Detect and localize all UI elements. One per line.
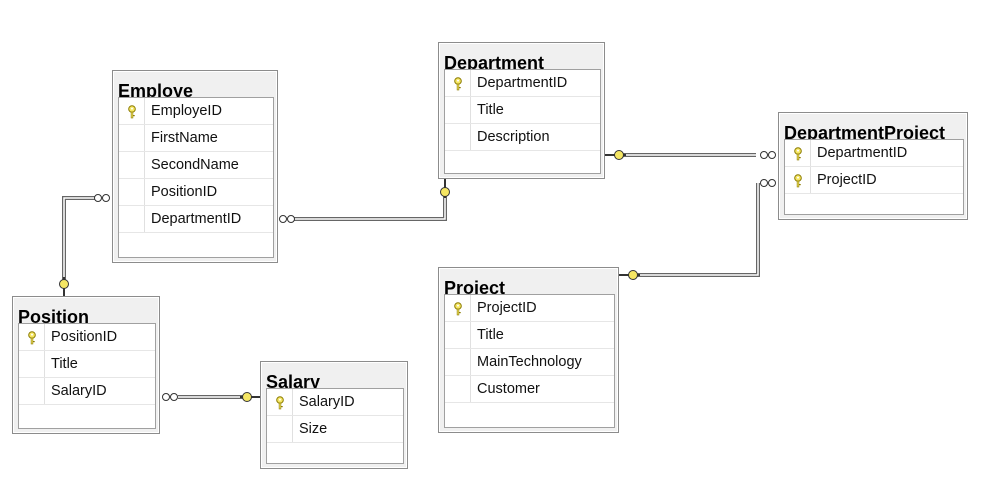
- column-row[interactable]: SalaryID: [267, 389, 403, 416]
- row-selector[interactable]: [19, 324, 45, 350]
- row-selector[interactable]: [785, 140, 811, 166]
- column-name: Title: [477, 102, 504, 118]
- column-row[interactable]: Size: [267, 416, 403, 443]
- column-row[interactable]: SalaryID: [19, 378, 155, 405]
- many-end-icon: [162, 393, 178, 401]
- column-row[interactable]: PositionID: [119, 179, 273, 206]
- column-row[interactable]: Title: [445, 322, 614, 349]
- primary-key-icon: [28, 331, 36, 345]
- row-selector[interactable]: [19, 351, 45, 377]
- row-selector[interactable]: [445, 295, 471, 321]
- table-salary[interactable]: Salary SalaryID Size: [260, 361, 408, 469]
- column-name: FirstName: [151, 130, 218, 146]
- column-name: SecondName: [151, 157, 239, 173]
- column-row[interactable]: DepartmentID: [785, 140, 963, 167]
- row-selector[interactable]: [445, 349, 471, 375]
- table-title: Employe: [118, 81, 194, 101]
- column-row[interactable]: ProjectID: [785, 167, 963, 194]
- column-row[interactable]: DepartmentID: [119, 206, 273, 233]
- one-key-end-icon: [605, 150, 626, 160]
- column-name: Description: [477, 129, 550, 145]
- many-end-icon: [760, 179, 776, 187]
- column-row[interactable]: Title: [445, 97, 600, 124]
- primary-key-icon: [276, 396, 284, 410]
- column-name: MainTechnology: [477, 354, 582, 370]
- row-selector[interactable]: [445, 70, 471, 96]
- relationship-employe-position[interactable]: [59, 194, 110, 297]
- column-name: Customer: [477, 381, 540, 397]
- row-selector[interactable]: [267, 416, 293, 442]
- column-name: Title: [477, 327, 504, 343]
- one-key-end-icon: [240, 392, 260, 402]
- column-name: ProjectID: [477, 300, 537, 316]
- column-name: DepartmentID: [477, 75, 568, 91]
- column-list: DepartmentID ProjectID: [784, 139, 964, 215]
- table-title: Salary: [266, 372, 321, 392]
- column-row[interactable]: SecondName: [119, 152, 273, 179]
- column-row[interactable]: ProjectID: [445, 295, 614, 322]
- row-selector[interactable]: [119, 98, 145, 124]
- column-row[interactable]: PositionID: [19, 324, 155, 351]
- primary-key-icon: [454, 302, 462, 316]
- column-list: SalaryID Size: [266, 388, 404, 464]
- row-selector[interactable]: [119, 125, 145, 151]
- relationship-departmentproject-department[interactable]: [605, 150, 776, 160]
- one-key-end-icon: [440, 178, 450, 198]
- column-name: PositionID: [51, 329, 118, 345]
- column-name: ProjectID: [817, 172, 877, 188]
- row-selector[interactable]: [445, 97, 471, 123]
- column-row[interactable]: Description: [445, 124, 600, 151]
- column-name: SalaryID: [51, 383, 107, 399]
- table-title: Position: [18, 307, 89, 327]
- row-selector[interactable]: [445, 124, 471, 150]
- column-name: SalaryID: [299, 394, 355, 410]
- one-key-end-icon: [619, 270, 640, 280]
- primary-key-icon: [794, 147, 802, 161]
- column-row[interactable]: DepartmentID: [445, 70, 600, 97]
- primary-key-icon: [128, 105, 136, 119]
- relationship-position-salary[interactable]: [162, 392, 261, 402]
- row-selector[interactable]: [785, 167, 811, 193]
- one-key-end-icon: [59, 277, 69, 296]
- row-selector[interactable]: [119, 179, 145, 205]
- column-name: DepartmentID: [817, 145, 908, 161]
- column-name: Title: [51, 356, 78, 372]
- relationship-employe-department[interactable]: [279, 178, 450, 223]
- row-selector[interactable]: [119, 152, 145, 178]
- many-end-icon: [279, 215, 295, 223]
- row-selector[interactable]: [445, 322, 471, 348]
- table-title: Department: [444, 53, 545, 73]
- column-row[interactable]: FirstName: [119, 125, 273, 152]
- column-row[interactable]: MainTechnology: [445, 349, 614, 376]
- column-row[interactable]: Customer: [445, 376, 614, 403]
- table-title: DepartmentProject: [784, 123, 946, 143]
- column-row[interactable]: EmployeID: [119, 98, 273, 125]
- row-selector[interactable]: [445, 376, 471, 402]
- column-row[interactable]: Title: [19, 351, 155, 378]
- column-name: PositionID: [151, 184, 218, 200]
- row-selector[interactable]: [119, 206, 145, 232]
- column-name: DepartmentID: [151, 211, 242, 227]
- primary-key-icon: [794, 174, 802, 188]
- column-name: Size: [299, 421, 328, 437]
- table-title: Project: [444, 278, 506, 298]
- row-selector[interactable]: [267, 389, 293, 415]
- primary-key-icon: [454, 77, 462, 91]
- column-name: EmployeID: [151, 103, 222, 119]
- many-end-icon: [94, 194, 110, 202]
- row-selector[interactable]: [19, 378, 45, 404]
- table-departmentproject[interactable]: DepartmentProject DepartmentID ProjectID: [778, 112, 968, 220]
- many-end-icon: [760, 151, 776, 159]
- relationship-departmentproject-project[interactable]: [619, 179, 776, 280]
